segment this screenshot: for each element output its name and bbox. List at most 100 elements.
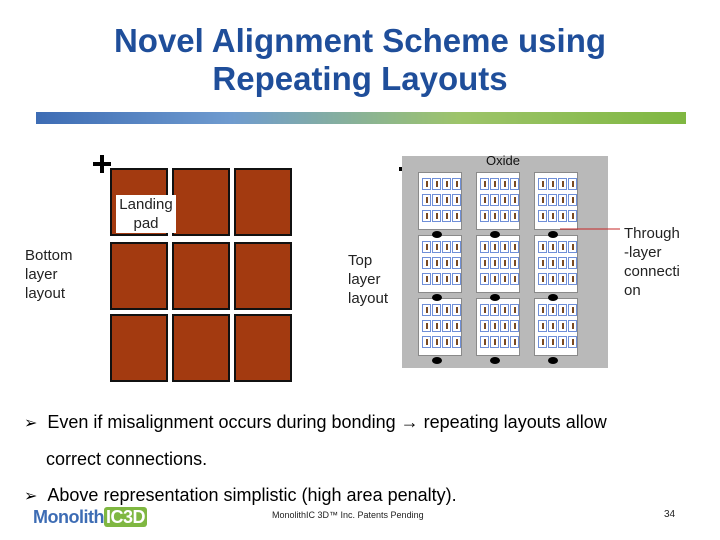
through-layer-via	[548, 294, 558, 301]
chip-feature	[494, 323, 496, 329]
chip-cell	[422, 304, 431, 316]
chip-feature	[542, 307, 544, 313]
chip-feature	[542, 213, 544, 219]
chip-cell	[490, 304, 499, 316]
chip-cell	[510, 320, 519, 332]
chip-cell	[510, 194, 519, 206]
chip-feature	[456, 260, 458, 266]
chip-cell	[452, 304, 461, 316]
through-layer-via	[432, 294, 442, 301]
chip-feature	[456, 307, 458, 313]
chip-feature	[572, 181, 574, 187]
chip-cell	[558, 210, 567, 222]
chip-cell	[442, 178, 451, 190]
chip-feature	[542, 260, 544, 266]
chip-cell	[452, 194, 461, 206]
chip-feature	[426, 197, 428, 203]
chip-cell	[422, 210, 431, 222]
chip-cell	[432, 178, 441, 190]
chip-feature	[504, 339, 506, 345]
chip-feature	[572, 339, 574, 345]
chip-cell	[500, 178, 509, 190]
chip-feature	[562, 276, 564, 282]
chip-feature	[436, 339, 438, 345]
chip-cell	[422, 178, 431, 190]
chip-cell	[568, 241, 577, 253]
chip-feature	[542, 323, 544, 329]
chip-cell	[510, 210, 519, 222]
chip-feature	[484, 339, 486, 345]
chip-cell	[422, 336, 431, 348]
top-layer-chip	[418, 298, 462, 356]
chip-cell	[490, 257, 499, 269]
chip-cell	[500, 257, 509, 269]
chip-feature	[494, 307, 496, 313]
chip-cell	[480, 336, 489, 348]
chip-cell	[568, 194, 577, 206]
chip-feature	[572, 197, 574, 203]
chip-feature	[484, 307, 486, 313]
chip-cell	[480, 210, 489, 222]
chip-feature	[552, 323, 554, 329]
chip-cell	[500, 320, 509, 332]
chip-cell	[548, 336, 557, 348]
chip-cell	[510, 304, 519, 316]
through-layer-via	[548, 357, 558, 364]
chip-feature	[562, 181, 564, 187]
chip-feature	[504, 276, 506, 282]
bullet-1-continuation: correct connections.	[46, 449, 208, 469]
alignment-mark-bottom-icon	[93, 155, 111, 173]
chip-cell	[500, 194, 509, 206]
top-layer-chip	[534, 235, 578, 293]
chip-cell	[442, 241, 451, 253]
chip-feature	[572, 307, 574, 313]
through-layer-via	[432, 357, 442, 364]
chip-cell	[500, 304, 509, 316]
chip-feature	[504, 307, 506, 313]
chip-cell	[538, 304, 547, 316]
chip-feature	[426, 339, 428, 345]
chip-cell	[568, 210, 577, 222]
chip-feature	[514, 197, 516, 203]
chip-cell	[480, 320, 489, 332]
chip-cell	[538, 320, 547, 332]
chip-feature	[436, 213, 438, 219]
bullet-arrow-icon: ➢	[24, 415, 38, 432]
chip-cell	[452, 178, 461, 190]
chip-feature	[484, 181, 486, 187]
chip-cell	[558, 336, 567, 348]
landing-pad	[234, 314, 292, 382]
chip-feature	[562, 244, 564, 250]
landing-pad	[172, 242, 230, 310]
chip-cell	[432, 273, 441, 285]
chip-feature	[562, 307, 564, 313]
chip-feature	[572, 260, 574, 266]
chip-cell	[558, 194, 567, 206]
chip-cell	[452, 273, 461, 285]
chip-cell	[538, 273, 547, 285]
chip-cell	[422, 273, 431, 285]
chip-feature	[446, 307, 448, 313]
chip-feature	[572, 244, 574, 250]
chip-feature	[514, 260, 516, 266]
chip-feature	[426, 213, 428, 219]
landing-pad	[234, 168, 292, 236]
bottom-layer-label: Bottom layer layout	[25, 247, 73, 302]
chip-cell	[548, 178, 557, 190]
chip-cell	[538, 257, 547, 269]
chip-cell	[568, 320, 577, 332]
chip-cell	[538, 210, 547, 222]
chip-cell	[490, 320, 499, 332]
chip-feature	[542, 339, 544, 345]
top-layer-chip	[534, 298, 578, 356]
chip-feature	[572, 323, 574, 329]
chip-feature	[484, 213, 486, 219]
landing-pad	[172, 314, 230, 382]
chip-feature	[436, 307, 438, 313]
chip-cell	[490, 336, 499, 348]
chip-feature	[504, 213, 506, 219]
chip-feature	[436, 197, 438, 203]
chip-cell	[490, 273, 499, 285]
chip-feature	[542, 197, 544, 203]
chip-cell	[432, 194, 441, 206]
